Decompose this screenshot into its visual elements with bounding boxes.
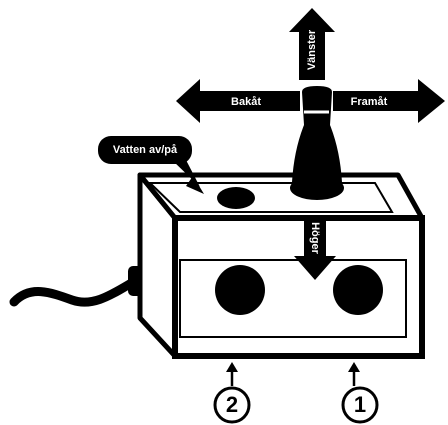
joystick bbox=[290, 86, 344, 200]
arrow-back-label: Bakåt bbox=[176, 79, 300, 123]
outlet-1 bbox=[333, 265, 383, 315]
water-callout: Vatten av/på bbox=[98, 136, 204, 194]
arrow-left-label: Vänster bbox=[289, 8, 335, 80]
marker-arrow-1 bbox=[348, 362, 360, 386]
box-front-panel bbox=[179, 259, 407, 338]
arrow-right-label: Höger bbox=[294, 218, 336, 280]
label-left: Vänster bbox=[306, 29, 318, 70]
marker-arrow-2 bbox=[226, 362, 238, 386]
marker-2-label: 2 bbox=[226, 392, 238, 417]
marker-1-label: 1 bbox=[354, 392, 366, 417]
box-front-face bbox=[172, 215, 425, 359]
label-right: Höger bbox=[309, 222, 321, 255]
label-back: Bakåt bbox=[231, 96, 261, 108]
power-cable bbox=[9, 273, 145, 307]
arrow-forward-label: Framåt bbox=[333, 79, 445, 123]
label-water: Vatten av/på bbox=[113, 144, 178, 156]
outlet-2 bbox=[215, 265, 265, 315]
marker-2: 2 bbox=[213, 386, 251, 424]
water-switch-hole bbox=[217, 187, 255, 209]
label-forward: Framåt bbox=[351, 96, 388, 108]
marker-1: 1 bbox=[341, 386, 379, 424]
